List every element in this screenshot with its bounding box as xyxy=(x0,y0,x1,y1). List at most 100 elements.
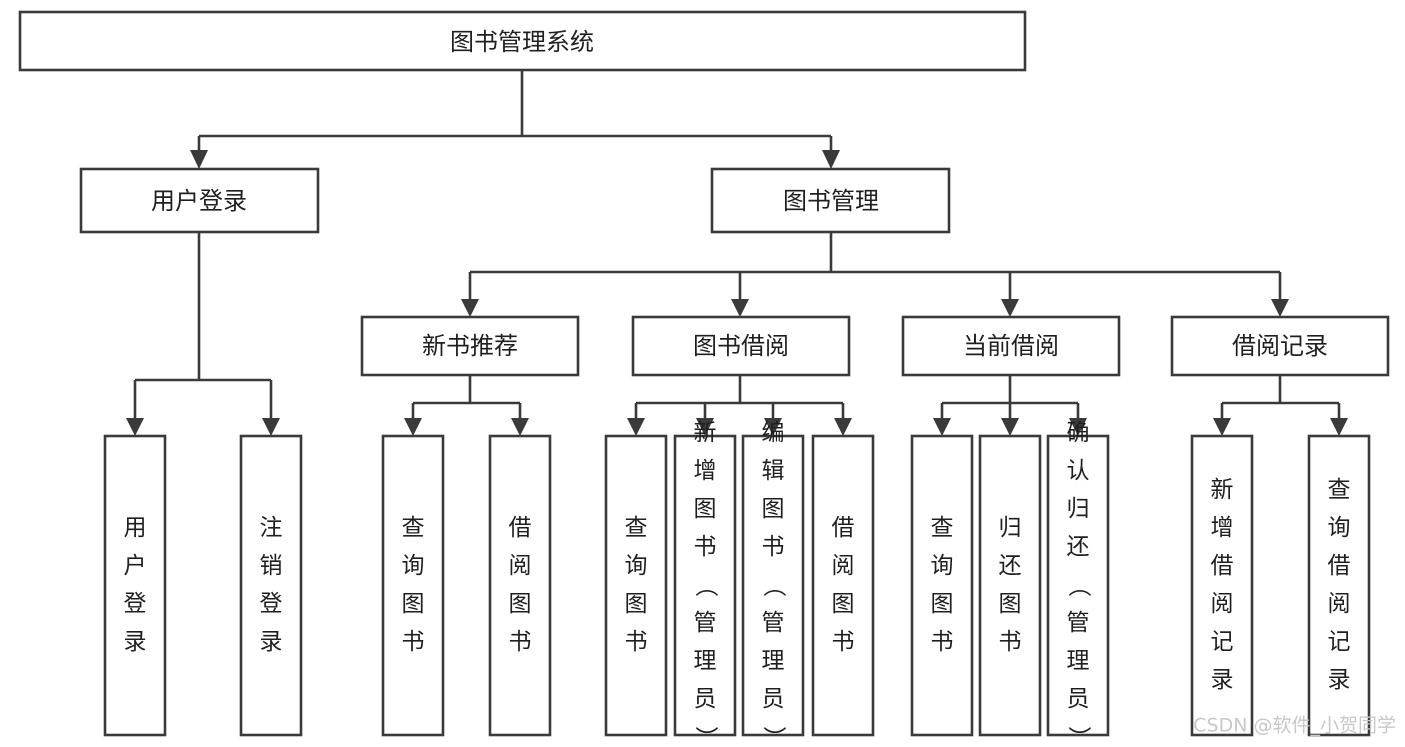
label-glyph: 录 xyxy=(124,629,147,655)
arrowhead-layer xyxy=(126,150,1348,436)
connector-root-bus xyxy=(197,70,833,157)
label-glyph: 询 xyxy=(931,553,954,579)
label-glyph: 借 xyxy=(1328,553,1351,579)
node-leaf-user-login-box[interactable] xyxy=(103,434,167,737)
label-glyph: 登 xyxy=(124,591,147,617)
node-leaf-add-book-box[interactable] xyxy=(673,434,737,737)
label-glyph: 员 xyxy=(694,686,717,712)
node-new-book-rec-box[interactable] xyxy=(360,315,580,377)
node-root-label: 图书管理系统 xyxy=(450,28,594,56)
label-glyph: 录 xyxy=(1211,667,1234,693)
label-glyph: 借 xyxy=(509,515,532,541)
label-glyph: 户 xyxy=(124,553,147,579)
label-glyph: 阅 xyxy=(509,553,532,579)
connector-layer xyxy=(133,70,1341,424)
csdn-watermark: CSDN @软件_小贺同学 xyxy=(1193,715,1396,737)
label-glyph: 录 xyxy=(260,629,283,655)
node-leaf-edit-book-box[interactable] xyxy=(741,434,805,737)
leaf-node-layer xyxy=(103,434,1371,737)
label-glyph: 辑 xyxy=(762,458,785,484)
node-borrow-record[interactable]: 借阅记录 xyxy=(1170,315,1390,377)
label-glyph: 注 xyxy=(260,515,283,541)
arrow-head-icon xyxy=(822,150,840,169)
label-glyph: 用 xyxy=(124,515,147,541)
label-glyph: 借 xyxy=(1211,553,1234,579)
node-book-borrow[interactable]: 图书借阅 xyxy=(631,315,851,377)
label-glyph: 查 xyxy=(1328,477,1351,503)
label-glyph: 阅 xyxy=(1211,591,1234,617)
node-leaf-query-book-3-box[interactable] xyxy=(910,434,974,737)
node-book-borrow-label: 图书借阅 xyxy=(693,332,789,360)
arrow-head-icon xyxy=(1001,299,1019,317)
node-root[interactable]: 图书管理系统 xyxy=(18,10,1027,72)
node-book-manage-label: 图书管理 xyxy=(783,187,879,215)
label-glyph: 录 xyxy=(1328,667,1351,693)
label-glyph: 理 xyxy=(1067,648,1090,674)
connector-new-book-rec-bus xyxy=(411,375,522,424)
node-book-manage[interactable]: 图书管理 xyxy=(710,167,951,234)
label-glyph: ） xyxy=(761,726,787,747)
label-glyph: 查 xyxy=(625,515,648,541)
label-glyph: 查 xyxy=(402,515,425,541)
arrow-head-icon xyxy=(834,418,852,436)
label-glyph: 书 xyxy=(931,629,954,655)
label-glyph: 图 xyxy=(999,591,1022,617)
node-current-borrow[interactable]: 当前借阅 xyxy=(901,315,1121,377)
node-leaf-query-record-box[interactable] xyxy=(1307,434,1371,737)
node-leaf-borrow-book-1-box[interactable] xyxy=(488,434,552,737)
arrow-head-icon xyxy=(461,299,479,317)
label-glyph: 管 xyxy=(694,610,717,636)
label-glyph: 借 xyxy=(832,515,855,541)
node-book-manage-box[interactable] xyxy=(710,167,951,234)
node-user-login-label: 用户登录 xyxy=(151,187,247,215)
node-leaf-query-book-2-box[interactable] xyxy=(604,434,668,737)
label-glyph: （ xyxy=(693,574,719,597)
label-glyph: ） xyxy=(693,726,719,747)
arrow-head-icon xyxy=(1213,418,1231,436)
connector-user-login-bus xyxy=(133,232,273,424)
node-new-book-rec[interactable]: 新书推荐 xyxy=(360,315,580,377)
label-glyph: 新 xyxy=(694,420,717,446)
label-glyph: 新 xyxy=(1211,477,1234,503)
node-root-box[interactable] xyxy=(18,10,1027,72)
node-current-borrow-label: 当前借阅 xyxy=(963,332,1059,360)
node-current-borrow-box[interactable] xyxy=(901,315,1121,377)
label-glyph: 查 xyxy=(931,515,954,541)
label-glyph: （ xyxy=(761,574,787,597)
node-leaf-return-book-box[interactable] xyxy=(978,434,1042,737)
label-glyph: 阅 xyxy=(832,553,855,579)
node-leaf-borrow-book-2-box[interactable] xyxy=(811,434,875,737)
node-borrow-record-box[interactable] xyxy=(1170,315,1390,377)
arrow-head-icon xyxy=(696,418,714,436)
label-glyph: 增 xyxy=(694,458,717,484)
arrow-head-icon xyxy=(764,418,782,436)
label-glyph: 登 xyxy=(260,591,283,617)
label-glyph: 图 xyxy=(694,496,717,522)
label-glyph: 询 xyxy=(402,553,425,579)
connector-book-borrow-bus xyxy=(634,375,845,424)
node-book-borrow-box[interactable] xyxy=(631,315,851,377)
node-leaf-confirm-return-box[interactable] xyxy=(1046,434,1110,737)
node-leaf-add-record-box[interactable] xyxy=(1190,434,1254,737)
label-glyph: 阅 xyxy=(1328,591,1351,617)
label-glyph: 管 xyxy=(762,610,785,636)
node-leaf-query-book-1-box[interactable] xyxy=(381,434,445,737)
label-glyph: 员 xyxy=(762,686,785,712)
node-leaf-logout-login-box[interactable] xyxy=(239,434,303,737)
arrow-head-icon xyxy=(1069,418,1087,436)
label-glyph: 图 xyxy=(832,591,855,617)
node-user-login[interactable]: 用户登录 xyxy=(79,167,320,234)
label-glyph: 图 xyxy=(625,591,648,617)
label-glyph: 认 xyxy=(1067,458,1090,484)
arrow-head-icon xyxy=(1271,299,1289,317)
node-user-login-box[interactable] xyxy=(79,167,320,234)
leaf-label-layer: 用户登录注销登录查询图书借阅图书查询图书新增图书（管理员）编辑图书（管理员）借阅… xyxy=(124,420,1351,747)
